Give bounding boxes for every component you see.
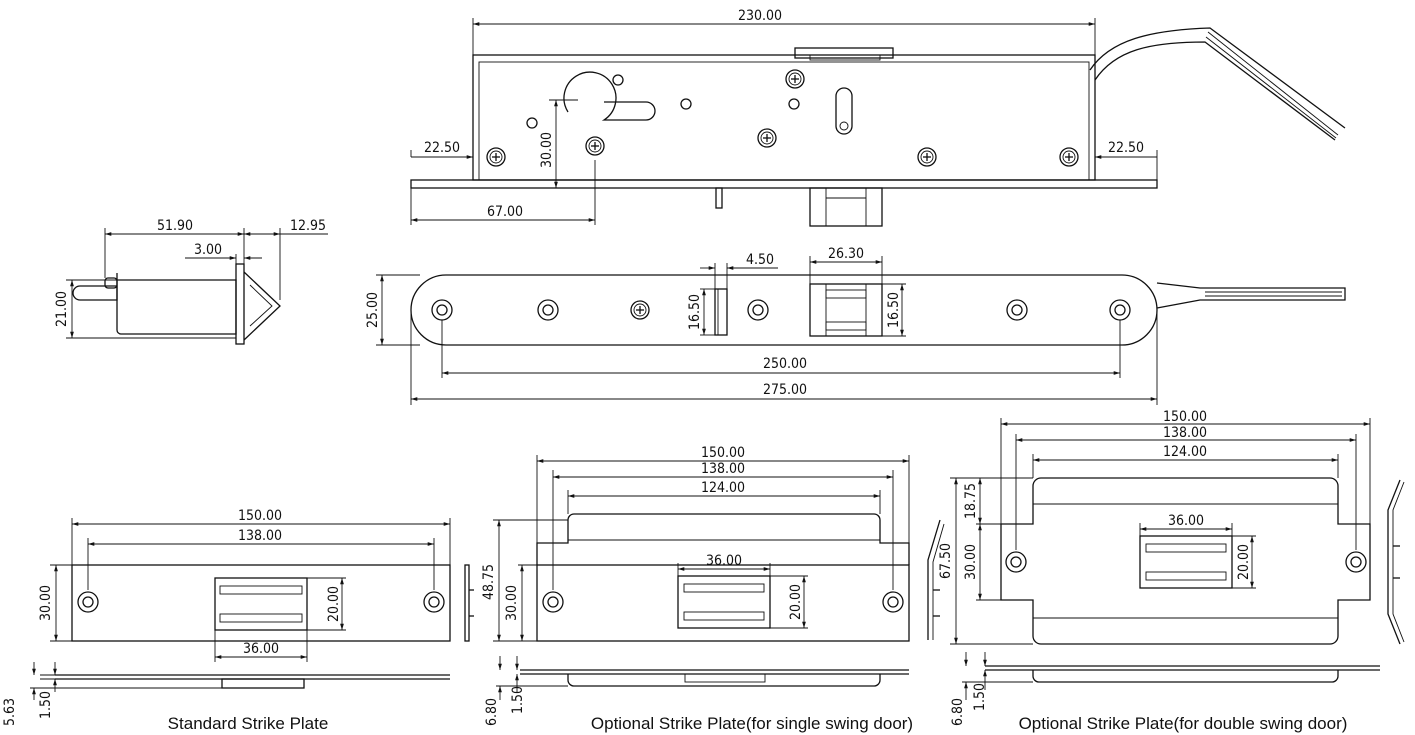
- caption-single-strike: Optional Strike Plate(for single swing d…: [591, 714, 913, 733]
- dim-bolt-height: 16.50: [886, 292, 902, 328]
- side-view-dimensions: 51.90 12.95 3.00 21.00: [54, 218, 328, 339]
- side-view: [72, 263, 281, 345]
- dim-backset: 67.00: [487, 204, 523, 220]
- dim-cylinder-height: 30.00: [539, 132, 555, 168]
- dim-std-height: 30.00: [38, 585, 54, 621]
- dim-std-opening-height: 20.00: [326, 586, 342, 622]
- dim-single-lip-length: 124.00: [701, 480, 745, 496]
- dim-face-height: 25.00: [365, 292, 381, 328]
- dim-hole-spacing: 250.00: [763, 356, 807, 372]
- dim-face-length: 275.00: [763, 382, 807, 398]
- dim-single-hole-spacing: 138.00: [701, 461, 745, 477]
- dim-overall-length: 230.00: [738, 8, 782, 24]
- dim-bolt-width: 26.30: [828, 246, 864, 262]
- single-swing-dimensions: 150.00 138.00 124.00 48.75 30.00 20.00 3…: [481, 445, 910, 726]
- dim-std-hole-spacing: 138.00: [238, 528, 282, 544]
- dim-std-opening-width: 36.00: [243, 641, 279, 657]
- dim-single-overall-height: 48.75: [481, 564, 497, 600]
- dim-double-height: 30.00: [963, 544, 979, 580]
- dim-double-depth: 6.80: [950, 698, 966, 726]
- dim-double-thickness: 1.50: [972, 683, 988, 711]
- dim-side-height: 21.00: [54, 291, 70, 327]
- dim-single-opening-height: 20.00: [788, 584, 804, 620]
- dim-slot-height: 16.50: [687, 294, 703, 330]
- dim-slot-width: 4.50: [746, 252, 774, 268]
- face-plate-dimensions: 25.00 4.50 16.50 26.30 16.50 250.00 275.…: [365, 246, 1158, 405]
- dim-plate-thickness: 3.00: [194, 242, 222, 258]
- lock-body-view: [410, 27, 1346, 227]
- dim-double-opening-height: 20.00: [1236, 544, 1252, 580]
- dim-side-depth: 51.90: [157, 218, 193, 234]
- dim-double-length: 150.00: [1163, 409, 1207, 425]
- dim-left-offset: 22.50: [424, 140, 460, 156]
- dim-single-depth: 6.80: [484, 698, 500, 726]
- dim-right-offset: 22.50: [1108, 140, 1144, 156]
- dim-std-length: 150.00: [238, 508, 282, 524]
- caption-standard-strike: Standard Strike Plate: [168, 714, 329, 733]
- dim-std-depth: 5.63: [2, 698, 18, 726]
- dim-single-opening-width: 36.00: [706, 553, 742, 569]
- double-swing-strike-plate: [985, 477, 1405, 683]
- dim-double-opening-width: 36.00: [1168, 513, 1204, 529]
- double-swing-dimensions: 150.00 138.00 124.00 67.50 18.75 30.00 2…: [938, 409, 1371, 726]
- standard-strike-dimensions: 150.00 138.00 30.00 20.00 36.00 1.50 5.6…: [2, 508, 451, 726]
- dim-double-hole-spacing: 138.00: [1163, 425, 1207, 441]
- dim-latch: 12.95: [290, 218, 326, 234]
- dim-single-length: 150.00: [701, 445, 745, 461]
- dim-double-lip-length: 124.00: [1163, 444, 1207, 460]
- dim-double-overall-height: 67.50: [938, 543, 954, 579]
- caption-double-strike: Optional Strike Plate(for double swing d…: [1019, 714, 1348, 733]
- lock-body-dimensions: 230.00 22.50 22.50 30.00 67.00: [410, 8, 1158, 225]
- dim-std-thickness: 1.50: [38, 691, 54, 719]
- face-plate-view: [410, 274, 1346, 346]
- single-swing-strike-plate: [520, 513, 945, 687]
- dim-single-height: 30.00: [504, 585, 520, 621]
- standard-strike-plate: [55, 564, 474, 689]
- dim-single-thickness: 1.50: [510, 686, 526, 714]
- dim-double-lip-height: 18.75: [963, 483, 979, 519]
